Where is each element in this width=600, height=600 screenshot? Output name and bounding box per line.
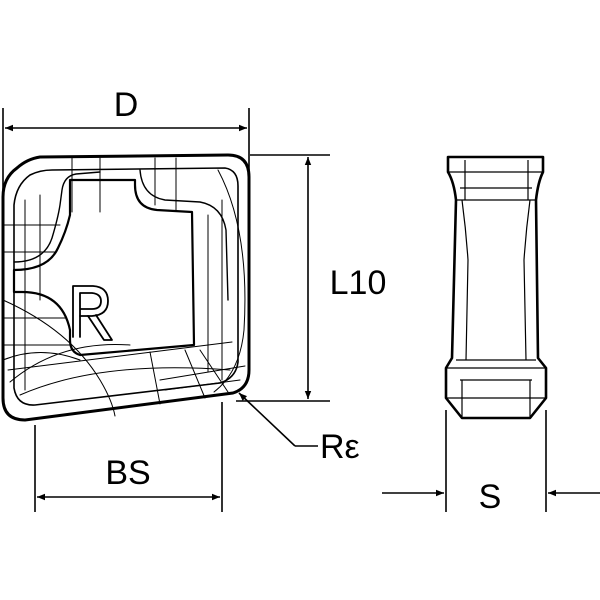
- dimension-lines: [2, 108, 600, 512]
- re-leader-line: [238, 392, 296, 447]
- s-label: S: [479, 478, 502, 516]
- side-detail-lines: [446, 160, 546, 418]
- side-outline: [444, 155, 548, 420]
- l10-label: L10: [330, 264, 387, 302]
- chipbreaker-rim: [13, 167, 239, 406]
- bs-label: BS: [105, 454, 150, 492]
- insert-face: [12, 178, 196, 357]
- insert-marking-r: [72, 285, 113, 341]
- notch-contour-2: [139, 169, 229, 301]
- insert-side-view: [444, 155, 548, 420]
- insert-top-view: [1, 153, 251, 422]
- face-detail-lines: [2, 157, 246, 417]
- re-label: Rε: [320, 428, 360, 466]
- d-label: D: [114, 86, 139, 124]
